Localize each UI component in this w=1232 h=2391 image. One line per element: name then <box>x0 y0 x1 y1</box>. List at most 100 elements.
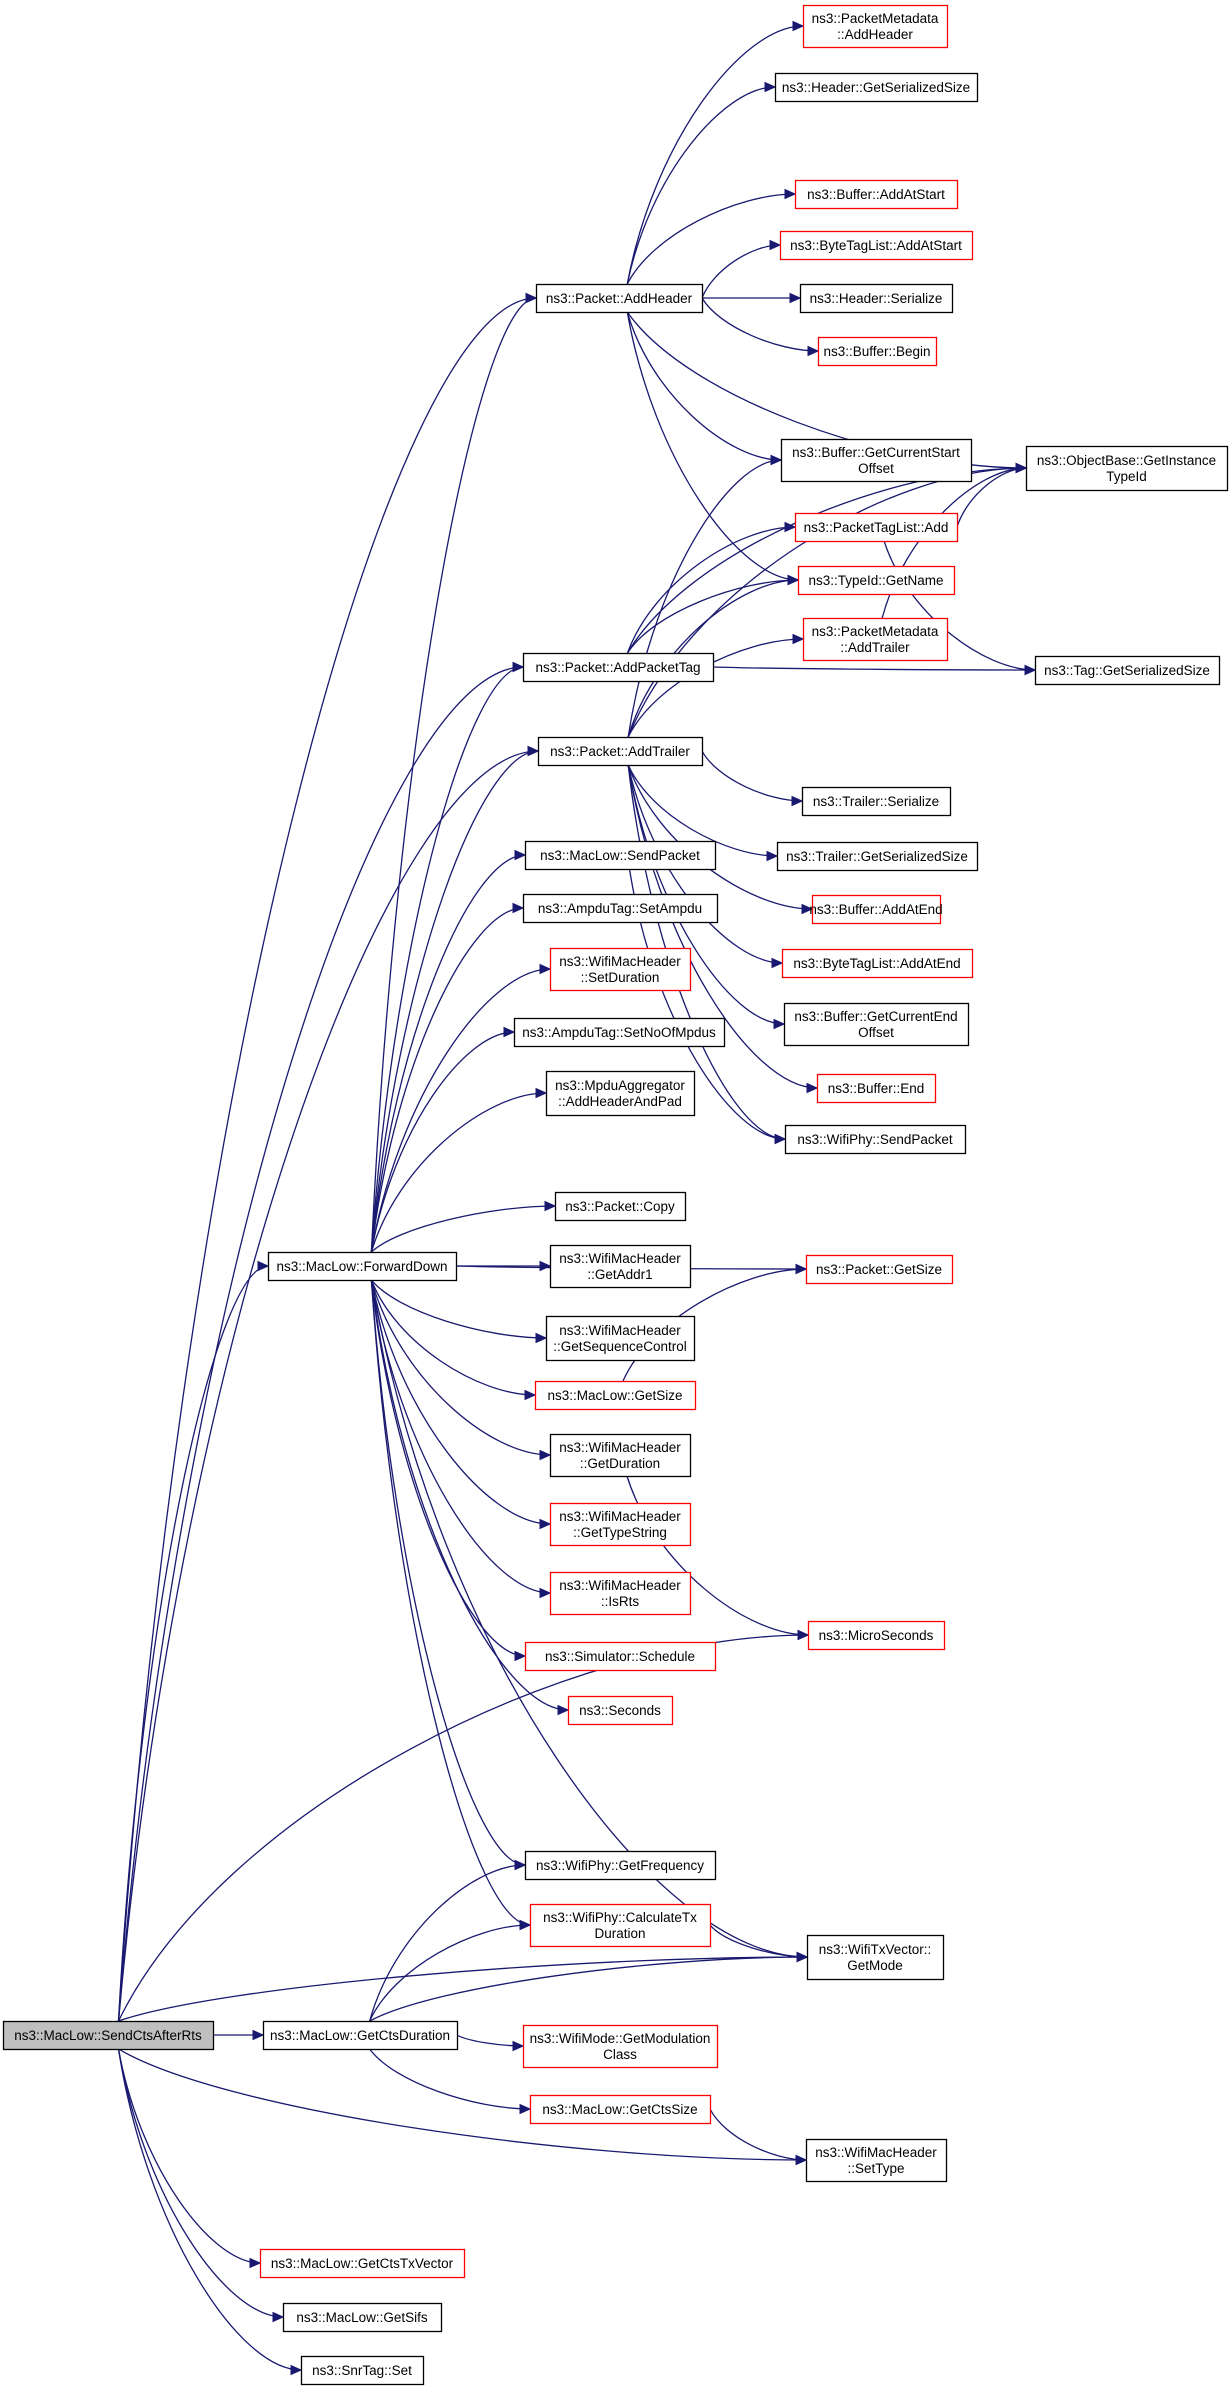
node-box <box>1025 445 1229 492</box>
node-pkt-getsize[interactable]: ns3::Packet::GetSize <box>805 1254 954 1285</box>
node-phy-sendpacket[interactable]: ns3::WifiPhy::SendPacket <box>784 1124 967 1155</box>
node-pkt-addheader[interactable]: ns3::Packet::AddHeader <box>535 283 704 314</box>
arrowhead-icon <box>806 1082 819 1094</box>
node-typeid-getname[interactable]: ns3::TypeId::GetName <box>797 565 956 596</box>
edge-ml-forwarddown-to-phy-calctx <box>370 1279 532 1931</box>
node-ptl-add[interactable]: ns3::PacketTagList::Add <box>794 512 959 543</box>
edge-line <box>370 1279 547 1339</box>
node-box <box>259 2248 466 2279</box>
node-label: ns3::MacLow::ForwardDown <box>276 1259 447 1274</box>
edge-ml-forwarddown-to-sim-schedule <box>370 1279 527 1662</box>
node-label: ns3::Tag::GetSerializedSize <box>1044 663 1210 678</box>
arrowhead-icon <box>795 1263 808 1275</box>
node-ampdu-setnoof[interactable]: ns3::AmpduTag::SetNoOfMpdus <box>513 1017 726 1048</box>
node-seconds[interactable]: ns3::Seconds <box>567 1695 674 1726</box>
node-label: ns3::MacLow::GetCtsTxVector <box>271 2256 454 2271</box>
node-txv-getmode[interactable]: ns3::WifiTxVector::GetMode <box>806 1934 945 1981</box>
node-pkt-copy[interactable]: ns3::Packet::Copy <box>554 1191 687 1222</box>
node-root[interactable]: ns3::MacLow::SendCtsAfterRts <box>2 2020 215 2051</box>
node-label: ns3::Buffer::AddAtStart <box>807 187 945 202</box>
node-ampdu-setampdu[interactable]: ns3::AmpduTag::SetAmpdu <box>522 893 719 924</box>
node-microseconds[interactable]: ns3::MicroSeconds <box>807 1620 946 1651</box>
node-label: ns3::MacLow::GetCtsSize <box>542 2102 697 2117</box>
node-ml-sendpacket[interactable]: ns3::MacLow::SendPacket <box>524 840 717 871</box>
arrowhead-icon <box>539 1449 552 1461</box>
node-box <box>811 894 942 925</box>
node-label: ::AddHeaderAndPad <box>558 1094 682 1109</box>
edge-pkt-addpackettag-to-tag-getsersize <box>712 664 1037 676</box>
node-ml-forwarddown[interactable]: ns3::MacLow::ForwardDown <box>267 1251 458 1282</box>
node-box <box>549 1244 692 1289</box>
arrowhead-icon <box>764 81 777 93</box>
node-hdr-getsersize[interactable]: ns3::Header::GetSerializedSize <box>774 72 979 103</box>
node-pkt-addtrailer[interactable]: ns3::Packet::AddTrailer <box>537 736 704 767</box>
node-sim-schedule[interactable]: ns3::Simulator::Schedule <box>524 1641 717 1672</box>
edge-line <box>627 764 818 1089</box>
node-mpdu-addhdr[interactable]: ns3::MpduAggregator::AddHeaderAndPad <box>545 1070 696 1117</box>
node-box <box>522 893 719 924</box>
arrowhead-icon <box>1024 664 1037 676</box>
node-tr-serialize[interactable]: ns3::Trailer::Serialize <box>801 786 952 817</box>
arrowhead-icon <box>512 661 525 673</box>
arrowhead-icon <box>535 1332 548 1344</box>
node-ml-getsifs[interactable]: ns3::MacLow::GetSifs <box>282 2302 443 2333</box>
node-snrtag-set[interactable]: ns3::SnrTag::Set <box>300 2355 425 2386</box>
edge-line <box>118 1956 808 2022</box>
node-pkt-addpackettag[interactable]: ns3::Packet::AddPacketTag <box>522 652 715 683</box>
node-tr-getsersize[interactable]: ns3::Trailer::GetSerializedSize <box>776 841 979 872</box>
node-btl-addatend[interactable]: ns3::ByteTagList::AddAtEnd <box>781 948 974 979</box>
node-buf-end[interactable]: ns3::Buffer::End <box>816 1073 937 1104</box>
edge-ml-getctsduration-to-phy-getfreq <box>369 1859 527 2022</box>
node-ml-getctssize[interactable]: ns3::MacLow::GetCtsSize <box>529 2094 712 2125</box>
node-label: ns3::WifiPhy::SendPacket <box>797 1132 953 1147</box>
edge-pkt-addheader-to-buf-getcurstart <box>626 311 783 466</box>
node-ml-getctstxvector[interactable]: ns3::MacLow::GetCtsTxVector <box>259 2248 466 2279</box>
edge-line <box>369 2048 531 2110</box>
node-pm-addheader[interactable]: ns3::PacketMetadata::AddHeader <box>802 4 949 49</box>
edge-line <box>370 1279 531 1926</box>
node-phy-getfreq[interactable]: ns3::WifiPhy::GetFrequency <box>524 1850 717 1881</box>
node-box <box>524 1641 717 1672</box>
edge-line <box>369 1864 526 2022</box>
edge-line <box>626 311 782 461</box>
edge-pkt-addheader-to-pm-addheader <box>626 20 805 285</box>
node-label: ns3::AmpduTag::SetNoOfMpdus <box>522 1025 716 1040</box>
edge-line <box>117 750 539 2022</box>
node-label: ns3::Packet::AddTrailer <box>550 744 690 759</box>
node-wmh-getaddr1[interactable]: ns3::WifiMacHeader::GetAddr1 <box>549 1244 692 1289</box>
edge-line <box>701 750 803 802</box>
edge-ml-getctsduration-to-phy-calctx <box>369 1919 532 2022</box>
node-tag-getsersize[interactable]: ns3::Tag::GetSerializedSize <box>1034 655 1221 686</box>
node-box <box>1034 655 1221 686</box>
node-ml-getsize[interactable]: ns3::MacLow::GetSize <box>534 1380 697 1411</box>
node-wmh-getduration[interactable]: ns3::WifiMacHeader::GetDuration <box>549 1433 692 1478</box>
arrowhead-icon <box>797 1629 810 1641</box>
node-wmh-isrts[interactable]: ns3::WifiMacHeader::IsRts <box>549 1571 692 1616</box>
node-label: ns3::WifiMacHeader <box>559 1509 681 1524</box>
node-label: ns3::PacketMetadata <box>812 11 939 26</box>
edge-line <box>118 2048 807 2161</box>
arrowhead-icon <box>796 1951 809 1963</box>
node-buf-begin[interactable]: ns3::Buffer::Begin <box>817 336 938 367</box>
edge-pkt-addtrailer-to-buf-end <box>627 764 819 1094</box>
arrowhead-icon <box>539 1518 552 1530</box>
node-buf-addatend[interactable]: ns3::Buffer::AddAtEnd <box>809 894 943 925</box>
node-wmh-gettypestring[interactable]: ns3::WifiMacHeader::GetTypeString <box>549 1502 692 1547</box>
node-label: ::GetAddr1 <box>587 1267 652 1282</box>
node-pm-addtrailer[interactable]: ns3::PacketMetadata::AddTrailer <box>802 617 949 662</box>
node-wmh-setduration[interactable]: ns3::WifiMacHeader::SetDuration <box>549 947 692 992</box>
node-box <box>524 840 717 871</box>
node-box <box>262 2020 459 2051</box>
node-wmh-settype[interactable]: ns3::WifiMacHeader::SetType <box>805 2138 948 2183</box>
node-label: TypeId <box>1106 469 1147 484</box>
node-buf-addatstart[interactable]: ns3::Buffer::AddAtStart <box>794 179 959 210</box>
node-hdr-serialize[interactable]: ns3::Header::Serialize <box>799 283 954 314</box>
node-btl-addatstart[interactable]: ns3::ByteTagList::AddAtStart <box>779 230 974 261</box>
node-wmh-getseqctl[interactable]: ns3::WifiMacHeader::GetSequenceControl <box>545 1315 696 1362</box>
node-ml-getctsduration[interactable]: ns3::MacLow::GetCtsDuration <box>262 2020 459 2051</box>
